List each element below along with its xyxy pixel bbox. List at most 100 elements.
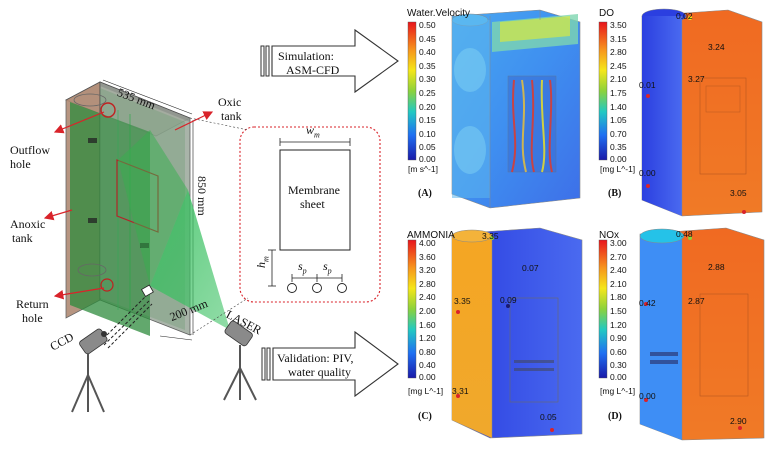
membrane-sheet-label-2: sheet [300,197,325,211]
panel-c-title: AMMONIA [407,230,455,241]
anoxic-label-2: tank [12,231,33,245]
panel-b-unit: [mg L^-1] [600,164,636,174]
panel-a-unit: [m s^-1] [408,164,438,174]
tick: 2.70 [610,251,627,262]
tick: 2.10 [610,278,627,289]
aerator-hole [287,283,297,293]
panel-b-title: DO [599,8,614,19]
tick: 1.20 [419,333,436,344]
value-label: 0.02 [676,11,693,21]
tick: 0.20 [419,101,436,112]
tick: 1.80 [610,292,627,303]
tick: 2.10 [610,74,627,85]
membrane-sheet [279,149,351,251]
tick: 0.00 [419,372,436,382]
value-label: 2.88 [708,262,725,272]
aerator-hole [337,283,347,293]
tick: 2.40 [610,265,627,276]
aerator-hole [312,283,322,293]
simulation-method: ASM-CFD [286,63,340,77]
validation-arrow [261,330,399,398]
value-label: 2.87 [688,296,705,306]
tick: 0.00 [610,372,627,382]
tick: 0.90 [610,333,627,344]
membrane-sheet-label: Membrane [288,183,340,197]
panel-a-label: (A) [418,188,432,199]
tick: 2.45 [610,60,627,71]
value-label: 0.42 [639,298,656,308]
simulation-label: Simulation: [278,49,335,63]
tick: 2.80 [610,47,627,58]
return-label: Return [16,297,49,311]
value-label: 3.27 [688,74,705,84]
tick: 1.05 [610,115,627,126]
value-label: 3.24 [708,42,725,52]
tick: 0.15 [419,115,436,126]
value-label: 0.00 [639,391,656,401]
simulation-arrow [260,28,399,94]
tick: 0.35 [419,60,436,71]
tick: 3.15 [610,33,627,44]
return-label-2: hole [22,311,43,325]
value-label: 3.31 [452,386,469,396]
panel-c-label: (C) [418,411,432,422]
outflow-label-2: hole [10,157,31,171]
tick: 3.20 [419,265,436,276]
tick: 0.00 [419,154,436,164]
validation-method: water quality [288,365,351,379]
tick: 0.30 [419,74,436,85]
value-label: 3.35 [454,296,471,306]
tick: 0.70 [610,128,627,139]
tick: 1.50 [610,306,627,316]
laser-device [223,320,257,401]
oxic-label: Oxic [218,95,242,109]
tick: 0.25 [419,88,436,98]
panel-a-title: Water.Velocity [407,8,470,19]
tick: 4.00 [419,238,436,248]
laser-sheet [150,190,230,330]
panel-c-graphics [407,227,583,439]
tick: 1.75 [610,88,627,98]
panel-b-label: (B) [608,188,622,199]
value-label: 3.05 [730,188,747,198]
tick: 0.10 [419,128,436,139]
tick: 1.60 [419,319,436,330]
value-label: 0.00 [639,168,656,178]
membrane-detail-box [239,126,381,303]
panel-d-unit: [mg L^-1] [600,386,636,396]
value-label: 0.05 [540,412,557,422]
tick: 1.20 [610,319,627,330]
value-label: 0.01 [639,80,656,90]
value-label: 2.90 [730,416,747,426]
validation-label: Validation: PIV, [277,351,354,365]
tick: 0.60 [610,346,627,357]
tick: 1.40 [610,101,627,112]
tick: 2.80 [419,278,436,289]
value-label: 0.09 [500,295,517,305]
panel-b-graphics [598,8,763,217]
tick: 3.00 [610,238,627,248]
dimension-height: 850 mm [195,176,209,216]
tick: 3.60 [419,251,436,262]
tick: 2.00 [419,306,436,316]
tick: 0.05 [419,142,436,153]
height-symbol: hm [254,256,271,268]
value-label: 0.48 [676,229,693,239]
panel-d-graphics [598,227,765,441]
tick: 0.45 [419,33,436,44]
spacing-symbol-2: sp [323,259,332,276]
return-hole-marker [100,278,114,292]
tick: 0.40 [419,47,436,58]
tick: 0.50 [419,20,436,30]
outflow-hole-marker [100,102,116,118]
value-label: 3.35 [482,231,499,241]
panel-c-unit: [mg L^-1] [408,386,444,396]
panel-d-label: (D) [608,411,622,422]
measurement-window [140,284,154,298]
oxic-label-2: tank [221,109,242,123]
panel-d-title: NOx [599,230,619,241]
panel-a-graphics [407,9,581,209]
tick: 0.35 [610,142,627,153]
